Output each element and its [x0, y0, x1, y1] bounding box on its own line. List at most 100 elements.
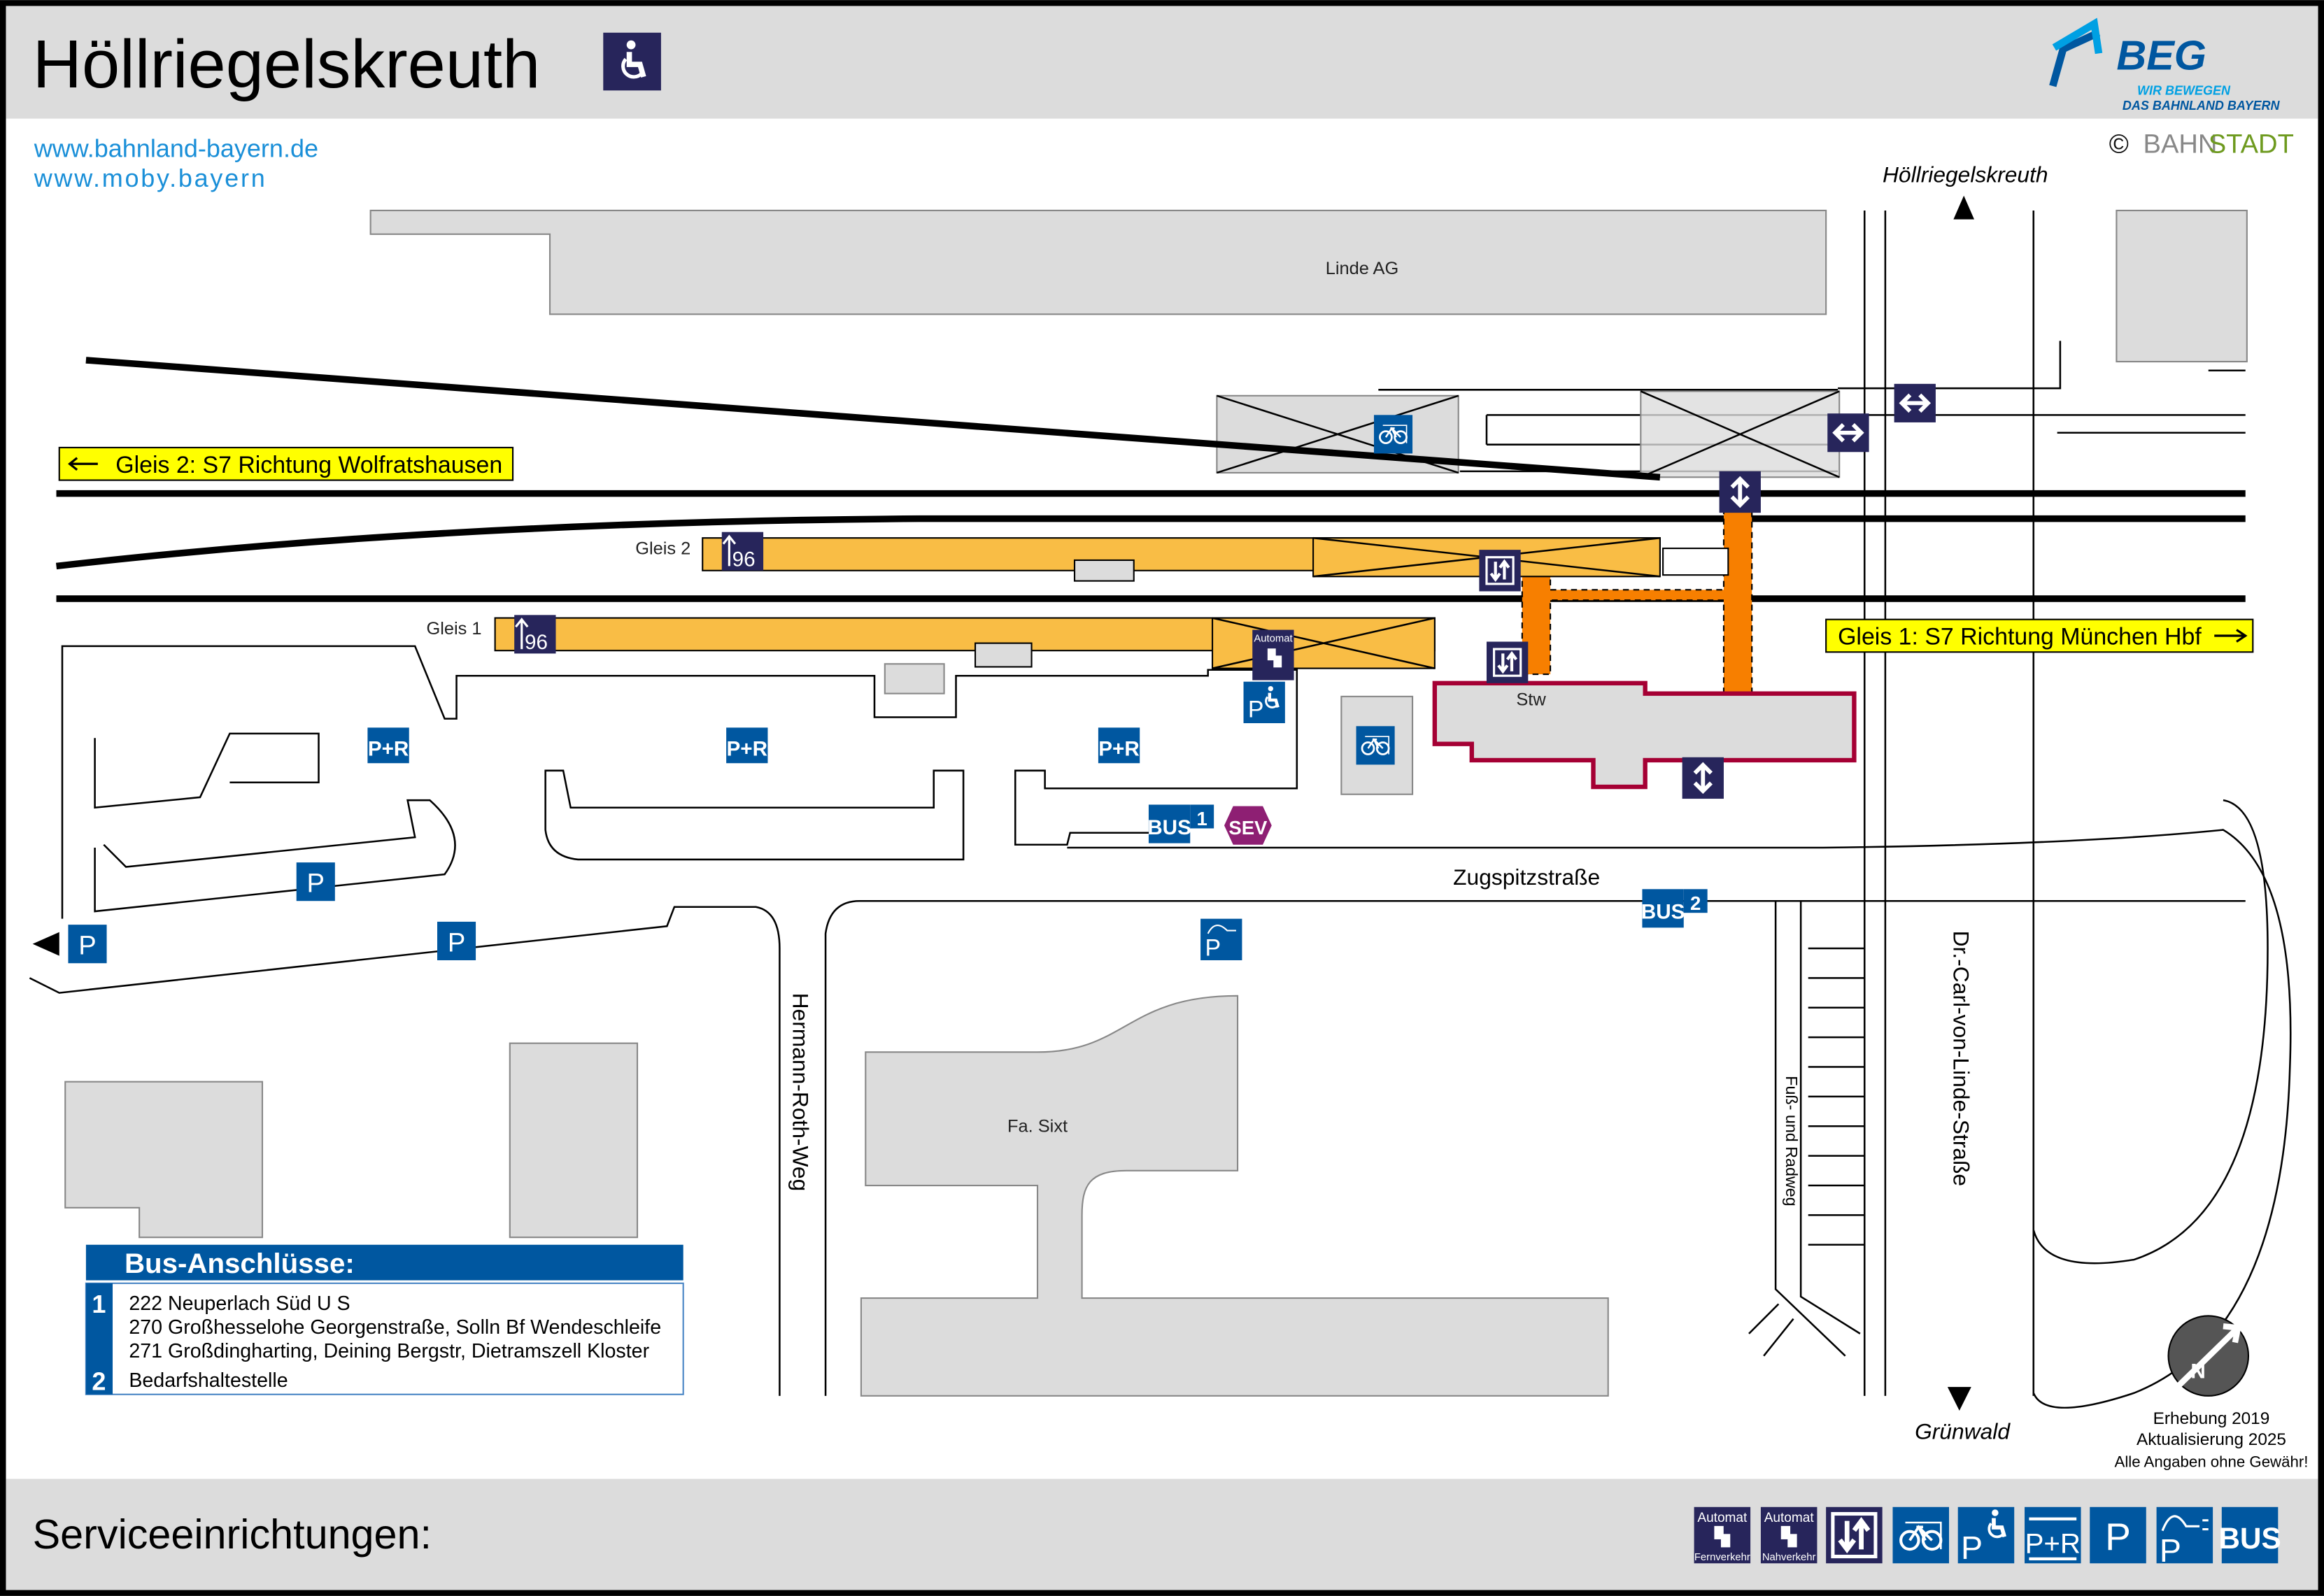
beg-tagline-1: WIR BEWEGEN	[2137, 84, 2231, 98]
building-ne	[2116, 209, 2248, 363]
parking-label: P	[448, 927, 465, 957]
direction-sign-gleis-1: Gleis 1: S7 Richtung München Hbf	[1825, 618, 2254, 653]
bike-parking-rows	[1748, 947, 1865, 1357]
disabled-parking-label: P	[1248, 697, 1264, 723]
disabled-parking-icon: P	[1243, 681, 1285, 724]
icon-label: P	[2105, 1515, 2131, 1558]
park-and-ride-icon: P+R	[1098, 727, 1140, 764]
park-and-ride-label: P+R	[1098, 738, 1140, 761]
park-and-ride-label: P+R	[368, 738, 409, 761]
street-carl-von-linde: Dr.-Carl-von-Linde-Straße	[1948, 931, 1974, 1186]
south-arrow-icon	[1947, 1387, 1971, 1411]
parking-outline-3	[544, 769, 965, 861]
parking-icon: P	[68, 925, 107, 964]
bus-line-270: 270 Großhesselohe Georgenstraße, Solln B…	[129, 1316, 661, 1339]
bus-line-222: 222 Neuperlach Süd U S	[129, 1292, 350, 1315]
track-siding	[85, 357, 1661, 481]
direction-north-label: Höllriegelskreuth	[1883, 162, 2048, 187]
park-and-ride-label: P+R	[727, 738, 768, 761]
parking-icon: P	[2090, 1506, 2146, 1564]
direction-sign-gleis-2-text: Gleis 2: S7 Richtung Wolfratshausen	[115, 452, 502, 478]
elevator-icon	[1826, 1506, 1883, 1564]
bus-stop-2-number: 2	[92, 1367, 106, 1395]
parking-label: P	[78, 931, 96, 961]
icon-label: P	[1961, 1530, 1983, 1566]
building-sixt-label: Fa. Sixt	[1007, 1117, 1068, 1137]
street-hermann-roth-weg: Hermann-Roth-Weg	[788, 993, 813, 1192]
footpath	[1774, 901, 1861, 1357]
bus-stop-number: 2	[1690, 892, 1701, 914]
parking-label: P	[307, 869, 325, 899]
building-stw	[1432, 681, 1857, 790]
icon-top-label: Automat	[1764, 1511, 1815, 1525]
parking-icon: P	[296, 862, 335, 902]
direction-sign-gleis-1-text: Gleis 1: S7 Richtung München Hbf	[1838, 624, 2202, 650]
building-stw-label: Stw	[1516, 690, 1546, 710]
road-zugspitz-south	[824, 899, 2246, 1396]
bus-label: BUS	[1641, 901, 1685, 924]
shelter-gleis-1	[974, 642, 1033, 668]
bahnstadt-part1: BAHN	[2144, 129, 2218, 159]
station-title: Höllriegelskreuth	[33, 26, 541, 102]
elevator-icon	[1682, 757, 1724, 799]
beg-logo: BEG WIR BEWEGEN DAS BAHNLAND BAYERN	[2049, 17, 2281, 113]
building-linde	[369, 209, 1827, 315]
horizontal-elevator-icon	[1894, 383, 1936, 422]
kiosk	[884, 663, 945, 694]
icon-bottom-label: Fernverkehr	[1694, 1552, 1750, 1563]
icon-bottom-label: Nahverkehr	[1762, 1552, 1816, 1563]
stairs-gleis-2	[1662, 547, 1729, 576]
park-and-ride-icon: P+R	[726, 727, 768, 764]
lift-icon	[1479, 550, 1521, 592]
direction-south-label: Grünwald	[1915, 1418, 2011, 1444]
bus-connections-title: Bus-Anschlüsse:	[125, 1248, 355, 1279]
shelter-gleis-2	[1073, 559, 1135, 582]
url-bahnland[interactable]: www.bahnland-bayern.de	[34, 134, 318, 163]
line-96-text: 96	[732, 548, 756, 571]
icon-label: P+R	[2025, 1527, 2081, 1559]
sev-icon: SEV	[1224, 806, 1272, 845]
park-and-ride-icon: P+R	[367, 727, 409, 764]
url-moby[interactable]: www.moby.bayern	[34, 164, 267, 192]
footer-title: Serviceeinrichtungen:	[33, 1511, 432, 1558]
street-zugspitzstrasse: Zugspitzstraße	[1453, 864, 1600, 890]
update-date: Aktualisierung 2025	[2137, 1430, 2286, 1449]
elevator-icon	[1719, 471, 1761, 513]
copyright-symbol: ©	[2109, 129, 2129, 159]
park-and-ride-icon: P+R	[2025, 1506, 2081, 1564]
road-west	[29, 906, 781, 1396]
bus-stop-2-info: Bedarfshaltestelle	[129, 1369, 288, 1392]
ev-charging-parking-icon: P	[2156, 1506, 2213, 1569]
bus-stop-number: 1	[1197, 808, 1207, 829]
road-loop-inner	[2032, 799, 2269, 1264]
direction-sign-gleis-2: Gleis 2: S7 Richtung Wolfratshausen	[58, 446, 514, 481]
bus-icon: BUS	[2218, 1506, 2281, 1564]
bike-parking-icon	[1373, 415, 1413, 454]
line-96-text: 96	[525, 631, 548, 654]
ev-charging-parking-icon: P	[1200, 918, 1242, 962]
line-96-badge-gleis-2: 96	[721, 532, 764, 571]
bike-parking-icon	[1892, 1506, 1949, 1564]
disabled-parking-icon: P	[1957, 1506, 2015, 1566]
icon-top-label: Automat	[1697, 1511, 1748, 1525]
wheelchair-icon	[603, 32, 661, 91]
ev-parking-label: P	[1205, 935, 1221, 962]
road-linde	[1863, 210, 2035, 1396]
north-arrow-icon	[1953, 195, 1975, 220]
beg-logo-text: BEG	[2116, 32, 2206, 79]
west-arrow-icon	[32, 932, 59, 956]
lift-icon	[1486, 641, 1529, 683]
compass-letter: N	[2190, 1360, 2205, 1383]
road-zugspitz-north	[1067, 829, 2292, 1409]
parking-outline-2	[94, 799, 456, 913]
icon-label: P	[2160, 1532, 2181, 1569]
beg-tagline-2: DAS BAHNLAND BAYERN	[2123, 99, 2281, 113]
bahnstadt-copyright: © BAHN STADT	[2109, 129, 2294, 159]
line-96-badge-gleis-1: 96	[514, 615, 556, 654]
parking-outline-1	[94, 732, 320, 809]
ticket-machine-label: Automat	[1254, 633, 1293, 644]
header-band	[6, 6, 2318, 119]
